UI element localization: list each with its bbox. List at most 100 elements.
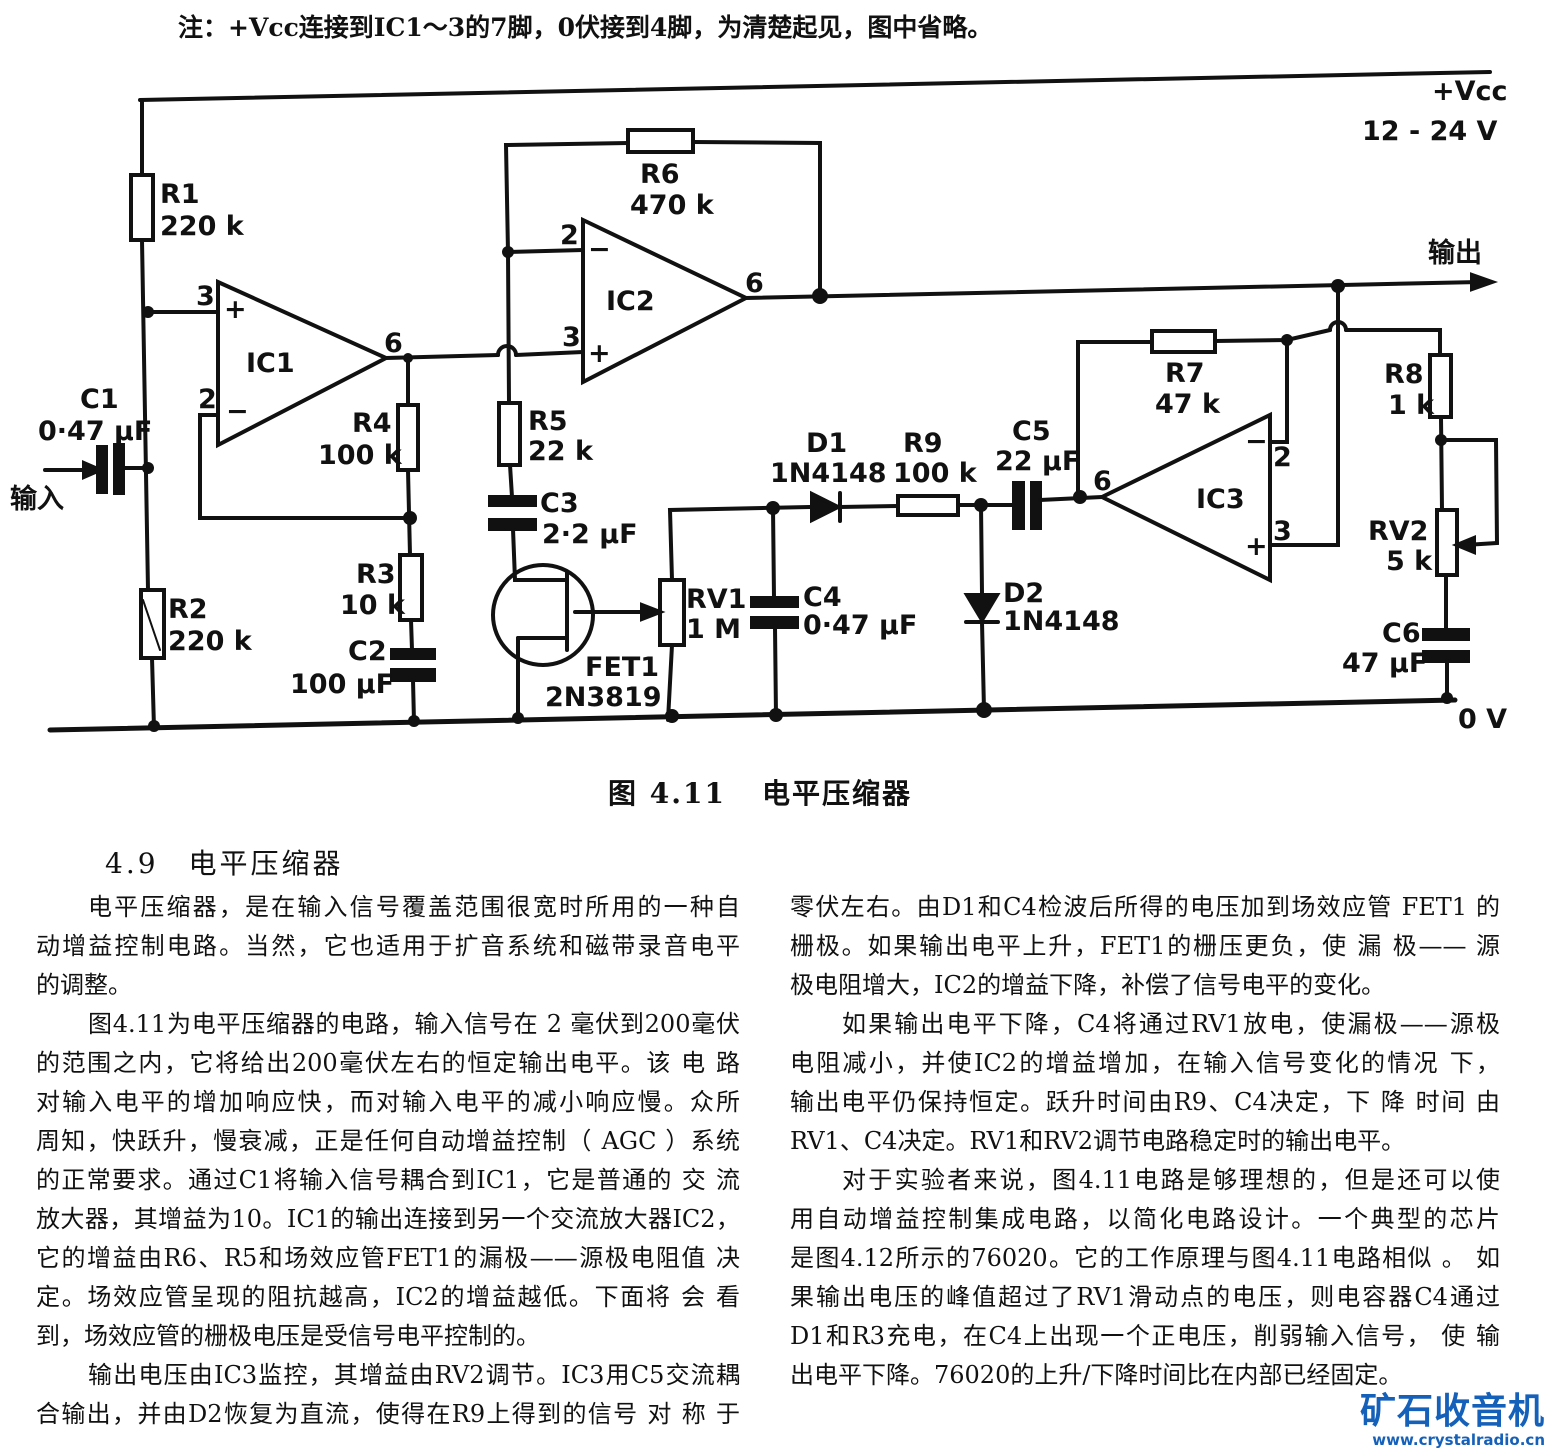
text-line: 周知，快跃升，慢衰减，正是任何自动增益控制（ AGC ）系统 bbox=[36, 1127, 740, 1155]
r9-name: R9 bbox=[903, 428, 943, 459]
c6-value: 47 µF bbox=[1342, 648, 1427, 679]
watermark-url: www.crystalradio.cn bbox=[1372, 1431, 1545, 1449]
fet1-name: FET1 bbox=[585, 652, 659, 683]
rv1-value: 1 M bbox=[686, 614, 741, 645]
text-line: RV1、C4决定。RV1和RV2调节电路稳定时的输出电平。 bbox=[790, 1127, 1406, 1155]
r5-resistor bbox=[497, 401, 522, 467]
circuit-diagram: +Vcc 12 - 24 V 0 V 输入 输出 R1 220 k R2 220… bbox=[10, 70, 1508, 735]
c2-name: C2 bbox=[348, 636, 387, 667]
fet1-transistor bbox=[491, 563, 595, 667]
input-label: 输入 bbox=[10, 483, 64, 515]
d1-name: D1 bbox=[806, 428, 847, 459]
r3-value: 10 k bbox=[340, 590, 406, 621]
text-line: 是图4.12所示的76020。它的工作原理与图4.11电路相似 。 如 bbox=[790, 1244, 1500, 1272]
r2-name: R2 bbox=[168, 594, 208, 625]
text-line: 电阻减小，并使IC2的增益增加，在输入信号变化的情况 下， bbox=[790, 1049, 1500, 1077]
r1-resistor bbox=[129, 173, 155, 242]
vcc-range-label: 12 - 24 V bbox=[1362, 116, 1498, 147]
r6-name: R6 bbox=[640, 159, 680, 190]
text-line: 极电阻增大，IC2的增益下降，补偿了信号电平的变化。 bbox=[790, 971, 1386, 999]
watermark-name: 矿石收音机 bbox=[1359, 1391, 1545, 1432]
r1-name: R1 bbox=[160, 179, 200, 210]
c3-value: 2·2 µF bbox=[542, 519, 638, 550]
svg-text:+: + bbox=[1245, 531, 1268, 562]
c1-value: 0·47 µF bbox=[38, 416, 152, 447]
r9-value: 100 k bbox=[893, 458, 978, 489]
ic3-pin: 6 bbox=[1093, 466, 1112, 497]
c6-capacitor bbox=[1422, 628, 1470, 641]
ic2-name: IC2 bbox=[606, 286, 655, 317]
c3-name: C3 bbox=[540, 488, 579, 519]
r1-value: 220 k bbox=[160, 211, 245, 242]
section-number: 4.9 bbox=[105, 847, 159, 880]
r2-resistor bbox=[139, 588, 166, 660]
text-line: 动增益控制电路。当然，它也适用于扩音系统和磁带录音电平 bbox=[36, 932, 740, 960]
ic1-pin: 6 bbox=[384, 328, 403, 359]
d2-diode bbox=[963, 593, 1001, 624]
r8-name: R8 bbox=[1384, 359, 1424, 390]
text-line: 定。场效应管呈现的阻抗越高，IC2的增益越低。下面将 会 看 bbox=[36, 1283, 740, 1311]
r6-resistor bbox=[626, 128, 695, 154]
c5-capacitor bbox=[1012, 481, 1025, 530]
r8-value: 1 k bbox=[1388, 390, 1435, 421]
figure-number: 图 4.11 bbox=[608, 777, 726, 810]
ic3-pin: 2 bbox=[1273, 442, 1292, 473]
figure-title: 电平压缩器 bbox=[761, 777, 912, 810]
text-line: 零伏左右。由D1和C4检波后所得的电压加到场效应管 FET1 的 bbox=[790, 893, 1500, 921]
fet1-value: 2N3819 bbox=[545, 682, 662, 713]
r5-value: 22 k bbox=[528, 436, 594, 467]
text-line: 对于实验者来说，图4.11电路是够理想的，但是还可以使 bbox=[842, 1166, 1500, 1194]
c4-value: 0·47 µF bbox=[803, 610, 917, 641]
text-line: 栅极。如果输出电平上升，FET1的栅压更负，使 漏 极—— 源 bbox=[790, 932, 1500, 960]
svg-text:−: − bbox=[1245, 426, 1268, 457]
r7-value: 47 k bbox=[1155, 389, 1221, 420]
r2-value: 220 k bbox=[168, 626, 253, 657]
svg-text:+: + bbox=[588, 338, 611, 369]
vcc-rail bbox=[138, 70, 1492, 102]
text-line: 放大器，其增益为10。IC1的输出连接到另一个交流放大器IC2， bbox=[36, 1205, 740, 1233]
text-line: 它的增益由R6、R5和场效应管FET1的漏极——源极电阻值 决 bbox=[36, 1244, 740, 1272]
c3-capacitor bbox=[488, 495, 537, 507]
text-line: 输出电压由IC3监控，其增益由RV2调节。IC3用C5交流耦 bbox=[88, 1361, 740, 1389]
ic2-pin: 3 bbox=[562, 322, 581, 353]
text-line: 的正常要求。通过C1将输入信号耦合到IC1，它是普通的 交 流 bbox=[36, 1166, 740, 1194]
svg-text:−: − bbox=[226, 396, 249, 427]
c2-capacitor bbox=[390, 648, 436, 660]
rv2-value: 5 k bbox=[1386, 546, 1433, 577]
r3-name: R3 bbox=[356, 559, 396, 590]
watermark-logo: 矿石收音机 www.crystalradio.cn bbox=[1359, 1391, 1545, 1450]
d2-name: D2 bbox=[1003, 578, 1044, 609]
text-line: 输出电平仍保持恒定。跃升时间由R9、C4决定，下 降 时间 由 bbox=[790, 1088, 1500, 1116]
text-line: 的调整。 bbox=[36, 971, 132, 999]
ic2-opamp bbox=[581, 216, 751, 386]
figure-caption: 图 4.11 电平压缩器 bbox=[608, 772, 912, 812]
rv2-potentiometer bbox=[1435, 508, 1459, 577]
r4-name: R4 bbox=[352, 408, 392, 439]
text-line: 到，场效应管的栅极电压是受信号电平控制的。 bbox=[36, 1322, 540, 1350]
r7-resistor bbox=[1150, 329, 1217, 354]
c1-name: C1 bbox=[80, 384, 119, 415]
svg-text:+: + bbox=[224, 294, 247, 325]
c4-name: C4 bbox=[803, 582, 842, 613]
text-line: D1和R3充电，在C4上出现一个正电压，削弱输入信号， 使 输 bbox=[790, 1322, 1500, 1350]
d1-value: 1N4148 bbox=[770, 458, 887, 489]
text-line: 的范围之内，它将给出200毫伏左右的恒定输出电平。该 电 路 bbox=[36, 1049, 740, 1077]
c5-name: C5 bbox=[1012, 416, 1051, 447]
text-line: 对输入电平的增加响应快，而对输入电平的减小响应慢。众所 bbox=[36, 1088, 740, 1116]
rv1-name: RV1 bbox=[686, 584, 746, 615]
left-text-column: 电平压缩器，是在输入信号覆盖范围很宽时所用的一种自动增益控制电路。当然，它也适用… bbox=[36, 888, 740, 1434]
r7-name: R7 bbox=[1165, 358, 1205, 389]
ic3-pin: 3 bbox=[1273, 516, 1292, 547]
ground-rail bbox=[47, 697, 1458, 733]
ground-label: 0 V bbox=[1458, 704, 1507, 735]
rv2-name: RV2 bbox=[1368, 516, 1428, 547]
text-line: 果输出电压的峰值超过了RV1滑动点的电压，则电容器C4通过 bbox=[790, 1283, 1500, 1311]
ic1-opamp bbox=[216, 278, 391, 449]
d2-value: 1N4148 bbox=[1003, 606, 1120, 637]
ic3-opamp bbox=[1097, 411, 1272, 584]
d1-diode bbox=[810, 490, 843, 524]
r5-name: R5 bbox=[528, 406, 568, 437]
ic3-name: IC3 bbox=[1196, 484, 1245, 515]
c1-capacitor bbox=[96, 445, 108, 494]
